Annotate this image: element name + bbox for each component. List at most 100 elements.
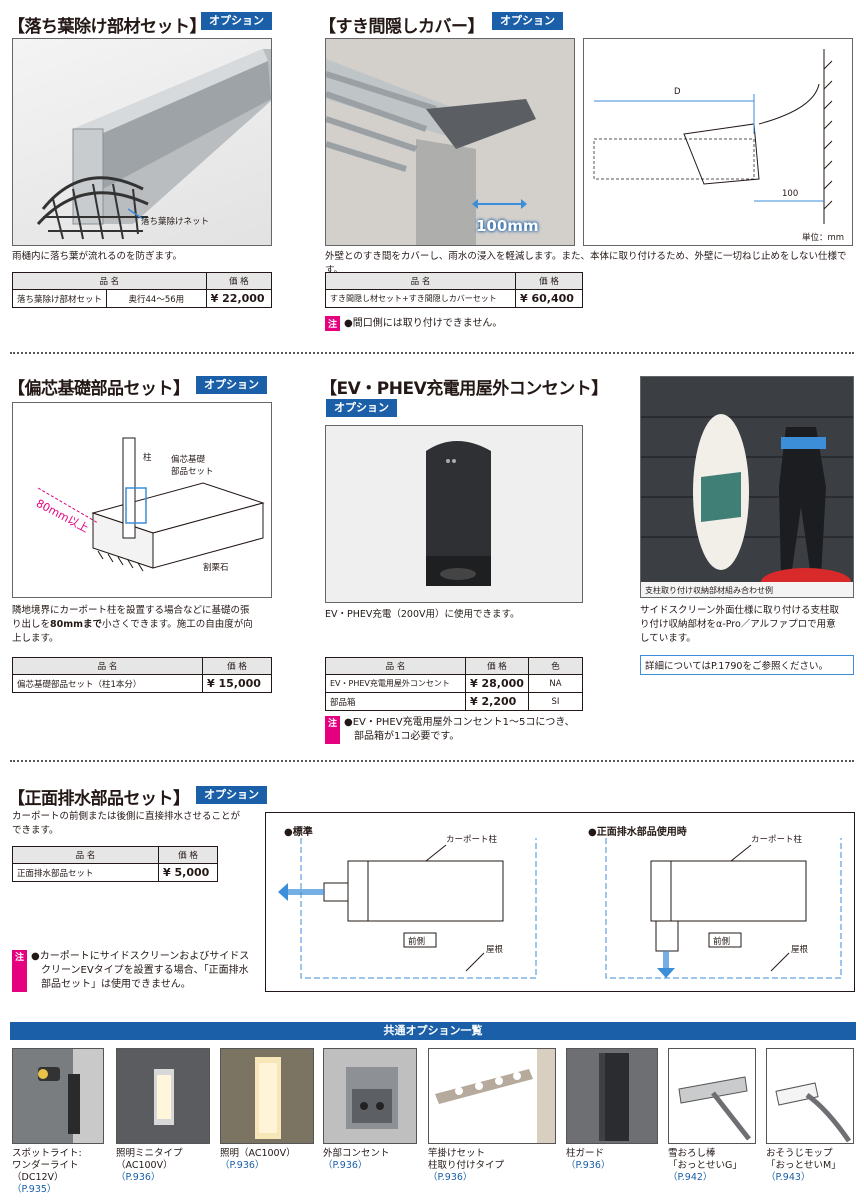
divider [10, 352, 854, 354]
offset-title: 【偏芯基礎部品セット】 [8, 379, 190, 399]
gap-price-table: 品 名価 格 すき間隠し材セット+すき間隠しカバーセット ¥ 60,400 [325, 272, 583, 308]
item-line-1: 柱ガード [566, 1148, 605, 1159]
cell-name: 正面排水部品セット [12, 863, 159, 882]
item-ref-link[interactable]: （P.935） [12, 1184, 57, 1195]
divider [10, 760, 854, 762]
item-line-1: 照明（AC100V） [220, 1148, 296, 1159]
drain-pillar-label-std: カーポート柱 [446, 835, 498, 845]
gap-unit-label: 単位：mm [802, 233, 845, 243]
cell-price: ¥ 60,400 [515, 289, 583, 308]
snow-stick-icon [678, 1076, 751, 1141]
cell-price: ¥ 5,000 [158, 863, 218, 882]
common-item-pole-hanger: 竿掛けセット 柱取り付けタイプ （P.936） [428, 1148, 558, 1184]
side-photo-caption: 支柱取り付け収納部材組み合わせ例 [645, 586, 773, 595]
drain-note-line-2: クリーンEVタイプを設置する場合、「正面排水 [41, 965, 249, 976]
ev-option-badge: オプション [326, 399, 397, 417]
th-name: 品 名 [325, 657, 466, 675]
th-name: 品 名 [325, 272, 516, 290]
table-row: 落ち葉除け部材セット 奥行44～56用 ¥ 22,000 [11, 289, 273, 308]
ev-photo [325, 425, 583, 603]
drain-note: 注 ●カーポートにサイドスクリーンおよびサイドス クリーンEVタイプを設置する場… [12, 950, 249, 992]
drain-note-line-1: ●カーポートにサイドスクリーンおよびサイドス [31, 951, 250, 962]
note-mark: 注 [325, 716, 340, 744]
drain-use-title: ●正面排水部品使用時 [588, 827, 687, 838]
item-line-1: 照明ミニタイプ [116, 1148, 183, 1159]
drain-desc-line-2: できます。 [12, 825, 59, 836]
leaf-option-badge: オプション [201, 12, 272, 30]
th-color: 色 [527, 657, 584, 675]
drain-roof-label-std: 屋根 [486, 945, 504, 955]
side-photo: 支柱取り付け収納部材組み合わせ例 [640, 376, 854, 598]
leaf-desc: 雨樋内に落ち葉が流れるのを防ぎます。 [12, 251, 183, 262]
cell-color: NA [527, 674, 584, 693]
th-price: 価 格 [205, 272, 273, 290]
table-row: 偏芯基礎部品セット（柱1本分） ¥ 15,000 [12, 674, 272, 693]
item-line-1: 竿掛けセット [428, 1148, 486, 1159]
leaf-title: 【落ち葉除け部材セット】 [8, 17, 207, 37]
note-mark: 注 [12, 950, 27, 992]
offset-desc: 隣地境界にカーポート柱を設置する場合などに基礎の張 り出しを80mmまで小さくで… [12, 604, 272, 646]
snow-stick-image [668, 1048, 756, 1144]
light-image [220, 1048, 314, 1144]
item-line-1: 雪おろし棒 [668, 1148, 716, 1159]
ev-price-table: 品 名価 格色 EV・PHEV充電用屋外コンセント ¥ 28,000 NA 部品… [325, 657, 584, 711]
common-item-mini-light: 照明ミニタイプ （AC100V） （P.936） [116, 1148, 216, 1184]
common-item-pillar-guard: 柱ガード （P.936） [566, 1148, 666, 1172]
offset-desc-line-3: 上します。 [12, 633, 59, 644]
item-ref-link[interactable]: （P.936） [116, 1172, 161, 1183]
cell-name: すき間隠し材セット+すき間隠しカバーセット [325, 289, 516, 308]
item-line-2: 「おっとせいM」 [766, 1160, 841, 1171]
item-line-2: 「おっとせいG」 [668, 1160, 742, 1171]
offset-price-table: 品 名価 格 偏芯基礎部品セット（柱1本分） ¥ 15,000 [12, 657, 272, 693]
offset-desc-line-2c: 小さくできます。施工の自由度が向 [102, 619, 253, 630]
offset-pillar-label: 柱 [143, 453, 152, 463]
spotlight-image [12, 1048, 104, 1144]
side-desc-line-3: しています。 [640, 633, 696, 644]
side-desc: サイドスクリーン外面仕様に取り付ける支柱取 り付け収納部材をα-Pro／アルファ… [640, 604, 856, 646]
drain-desc: カーポートの前側または後側に直接排水させることが できます。 [12, 810, 262, 838]
gap-photo: 100mm [325, 38, 575, 246]
cell-spec: 奥行44～56用 [106, 289, 207, 308]
cell-name: EV・PHEV充電用屋外コンセント [325, 674, 466, 693]
cell-price: ¥ 15,000 [202, 674, 272, 693]
table-row: 正面排水部品セット ¥ 5,000 [12, 863, 218, 882]
item-line-1: 外部コンセント [323, 1148, 390, 1159]
item-ref-link[interactable]: （P.936） [220, 1160, 265, 1171]
side-desc-line-1: サイドスクリーン外面仕様に取り付ける支柱取 [640, 605, 840, 616]
item-line-2: （AC100V） [116, 1160, 173, 1171]
drain-pillar-label-use: カーポート柱 [751, 835, 803, 845]
offset-desc-line-2a: り出しを [12, 619, 51, 630]
leaf-price-table: 品 名価 格 落ち葉除け部材セット 奥行44～56用 ¥ 22,000 [11, 272, 273, 308]
light-icon [255, 1057, 281, 1139]
drain-note-line-3: 部品セット」は使用できません。 [41, 979, 191, 990]
table-row: 部品箱 ¥ 2,200 SI [325, 692, 584, 711]
leaf-gutter-illustration [36, 49, 271, 240]
item-ref-link[interactable]: （P.936） [428, 1172, 473, 1183]
cell-name: 落ち葉除け部材セット [11, 289, 108, 308]
spotlight-icon [38, 1049, 103, 1143]
outlet-image [323, 1048, 417, 1144]
drain-diagrams-svg [278, 838, 842, 979]
th-name: 品 名 [12, 272, 207, 290]
note-mark: 注 [325, 316, 340, 331]
ev-desc: EV・PHEV充電（200V用）に使用できます。 [325, 609, 520, 620]
gap-note-text: ●間口側には取り付けできません。 [344, 317, 503, 329]
ev-note: 注 ●EV・PHEV充電用屋外コンセント1～5コにつき、 部品箱が1コ必要です。 [325, 716, 575, 744]
gap-option-badge: オプション [492, 12, 563, 30]
gap-size-label: 100mm [476, 217, 539, 235]
common-option-bar: 共通オプション一覧 [10, 1022, 856, 1040]
cell-name: 部品箱 [325, 692, 466, 711]
mop-icon [775, 1082, 852, 1143]
item-ref-link[interactable]: （P.943） [766, 1172, 811, 1183]
gap-diagram: D 100 単位：mm [583, 38, 853, 246]
drain-price-table: 品 名価 格 正面排水部品セット ¥ 5,000 [12, 846, 218, 882]
item-line-2: 柱取り付けタイプ [428, 1160, 505, 1171]
side-storage-illustration [641, 377, 853, 597]
drain-front-label-use: 前側 [713, 937, 731, 947]
pillar-guard-icon [599, 1053, 629, 1141]
item-ref-link[interactable]: （P.942） [668, 1172, 713, 1183]
item-ref-link[interactable]: （P.936） [566, 1160, 611, 1171]
cell-price: ¥ 2,200 [465, 692, 529, 711]
item-ref-link[interactable]: （P.936） [323, 1160, 368, 1171]
pole-hanger-icon [435, 1049, 555, 1143]
